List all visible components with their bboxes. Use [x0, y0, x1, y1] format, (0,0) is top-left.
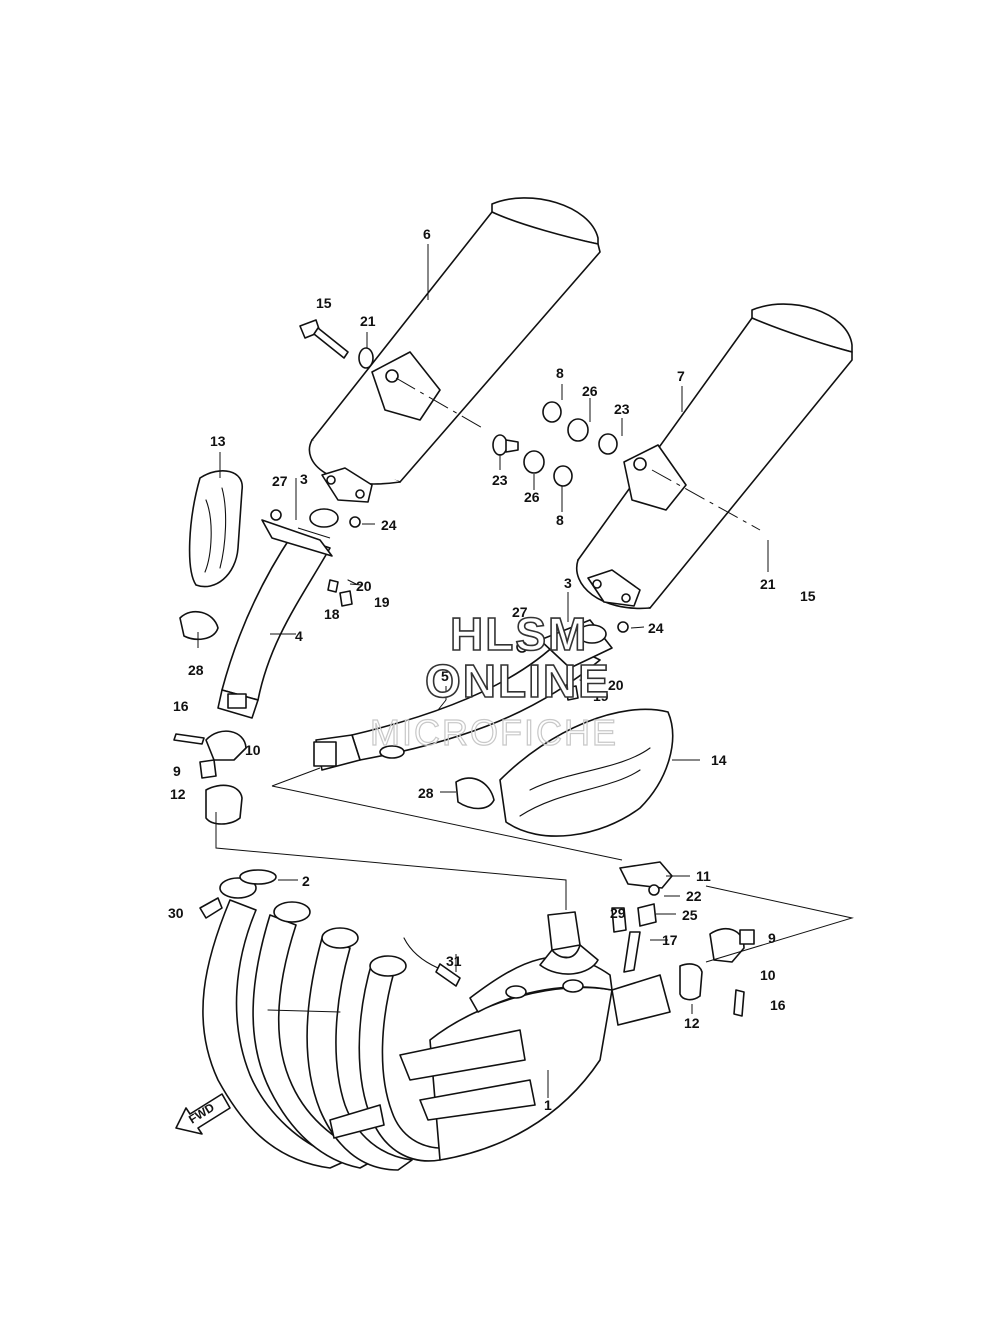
small-parts	[173, 319, 755, 1017]
callout-30: 30	[168, 905, 184, 921]
callout-25: 25	[682, 907, 698, 923]
callout-16: 16	[173, 698, 189, 714]
callout-7: 7	[677, 368, 685, 384]
callout-8-lower: 8	[556, 512, 564, 528]
callout-23-upper: 23	[614, 401, 630, 417]
callout-8-upper: 8	[556, 365, 564, 381]
watermark-line-2: ONLINE	[425, 655, 611, 707]
callout-3: 3	[300, 471, 308, 487]
muffler-7	[575, 303, 853, 610]
callout-20: 20	[356, 578, 372, 594]
callout-17: 17	[662, 932, 678, 948]
callout-26-lower: 26	[524, 489, 540, 505]
callout-14: 14	[711, 752, 727, 768]
callout-21-right: 21	[760, 576, 776, 592]
callout-13: 13	[210, 433, 226, 449]
muffler-6	[308, 197, 601, 503]
fwd-direction-arrow: FWD	[175, 1093, 231, 1135]
callout-20-right: 20	[608, 677, 624, 693]
watermark: HLSM ONLINE MICROFICHE	[369, 607, 618, 753]
callout-11: 11	[696, 868, 711, 884]
callout-31: 31	[446, 953, 462, 969]
callout-22: 22	[686, 888, 702, 904]
callout-12: 12	[170, 786, 186, 802]
callout-24: 24	[381, 517, 397, 533]
watermark-line-1: HLSM	[450, 608, 588, 660]
heat-shield-14	[499, 708, 674, 837]
callout-4: 4	[295, 628, 303, 644]
callout-2: 2	[302, 873, 310, 889]
callout-27: 27	[272, 473, 288, 489]
callout-15: 15	[316, 295, 332, 311]
callout-21: 21	[360, 313, 376, 329]
callout-10-right: 10	[760, 967, 776, 983]
callout-15-right: 15	[800, 588, 816, 604]
callout-26-upper: 26	[582, 383, 598, 399]
callout-28-right: 28	[418, 785, 434, 801]
callout-1: 1	[544, 1097, 552, 1113]
callout-6: 6	[423, 226, 431, 242]
callout-29: 29	[610, 905, 626, 921]
callout-16-right: 16	[770, 997, 786, 1013]
connecting-pipe-4	[217, 519, 333, 719]
callout-9-right: 9	[768, 930, 776, 946]
leader-lines	[197, 244, 769, 1098]
callout-5: 5	[441, 668, 449, 684]
callout-28: 28	[188, 662, 204, 678]
callouts: 6 15 21 13 27 3 24 20 18 19 28 4 16 10 9…	[168, 226, 816, 1113]
callout-19-right: 19	[593, 688, 609, 704]
callout-27-right: 27	[512, 604, 528, 620]
watermark-line-3: MICROFICHE	[370, 712, 618, 753]
callout-23-lower: 23	[492, 472, 508, 488]
connecting-pipe-5	[313, 619, 613, 771]
guide-lines	[215, 377, 854, 963]
callout-18: 18	[324, 606, 340, 622]
callout-3-right: 3	[564, 575, 572, 591]
callout-19: 19	[374, 594, 390, 610]
callout-9: 9	[173, 763, 181, 779]
exhaust-header-assy-1	[202, 877, 671, 1171]
heat-shield-13	[188, 470, 243, 588]
callout-12-right: 12	[684, 1015, 700, 1031]
callout-10: 10	[245, 742, 261, 758]
callout-24-right: 24	[648, 620, 664, 636]
